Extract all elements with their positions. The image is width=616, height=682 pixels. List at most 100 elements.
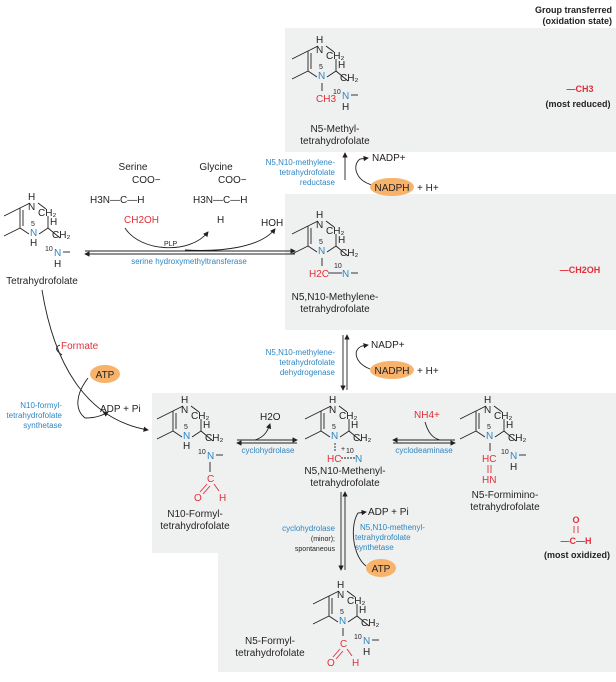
svg-text:HC: HC xyxy=(482,454,496,465)
svg-text:H: H xyxy=(363,647,370,658)
svg-text:H: H xyxy=(203,420,210,431)
enzyme-cyclohydrolase: cyclohydrolase xyxy=(242,446,295,455)
n10-formyl-name2: tetrahydrofolate xyxy=(160,521,230,532)
svg-text:N: N xyxy=(30,228,37,239)
methylene-thf-name1: N5,N10-Methylene- xyxy=(292,292,379,303)
panel-methylene xyxy=(285,194,616,330)
enzyme-cyclohydrolase-minor-3: spontaneous xyxy=(295,546,336,553)
svg-text:N: N xyxy=(342,269,349,280)
h-plus-dehydrogenase: + H+ xyxy=(417,366,439,377)
svg-text:H: H xyxy=(338,60,345,71)
svg-text:H: H xyxy=(316,35,323,46)
svg-text:H: H xyxy=(352,658,359,669)
svg-text:N: N xyxy=(207,451,214,462)
formyl-synthetase-arrow xyxy=(41,289,149,432)
methyl-thf-name2: tetrahydrofolate xyxy=(300,136,370,147)
group-ch3: —CH3 xyxy=(566,84,593,94)
svg-text:H: H xyxy=(484,395,491,406)
nadph-pill-dehydrogenase xyxy=(370,361,414,379)
svg-text:N: N xyxy=(181,405,188,416)
glycine-amine: H3N—C—H xyxy=(193,195,247,206)
atp-pill-formyl xyxy=(90,365,120,383)
methenyl-name2: tetrahydrofolate xyxy=(310,478,380,489)
enzyme-formyl-synthetase-2: tetrahydrofolate xyxy=(6,411,62,420)
svg-text:H: H xyxy=(359,605,366,616)
group-ch2oh: —CH2OH xyxy=(560,265,601,275)
svg-text:+: + xyxy=(341,446,345,453)
svg-text:CH₂: CH₂ xyxy=(326,226,344,237)
svg-text:H: H xyxy=(337,580,344,591)
svg-text:N: N xyxy=(355,454,362,465)
formate-label: Formate xyxy=(61,341,99,352)
panel-methyl xyxy=(285,28,616,152)
svg-text:CH₂: CH₂ xyxy=(508,433,526,444)
svg-text:5: 5 xyxy=(487,424,491,431)
svg-text:CH₂: CH₂ xyxy=(191,411,209,422)
svg-text:H: H xyxy=(316,210,323,221)
svg-text:H: H xyxy=(54,259,61,270)
svg-text:H: H xyxy=(342,102,349,113)
svg-text:H: H xyxy=(30,238,37,249)
svg-text:5: 5 xyxy=(319,64,323,71)
svg-text:H: H xyxy=(50,217,57,228)
enzyme-formyl-synthetase-1: N10-formyl- xyxy=(20,401,62,410)
svg-text:N: N xyxy=(337,590,344,601)
glycine-label: Glycine xyxy=(199,162,233,173)
group-ch3-state: (most reduced) xyxy=(545,99,610,109)
plp-label: PLP xyxy=(164,241,178,248)
enzyme-cyclodeaminase: cyclodeaminase xyxy=(395,446,453,455)
nadp-dehydrogenase: NADP+ xyxy=(371,340,405,351)
svg-text:C: C xyxy=(340,639,347,650)
serine-coo: COO− xyxy=(132,175,161,186)
svg-text:O: O xyxy=(194,493,202,504)
svg-text:N: N xyxy=(316,45,323,56)
thf-name: Tetrahydrofolate xyxy=(6,276,78,287)
svg-text:CH₂: CH₂ xyxy=(494,411,512,422)
svg-text:10: 10 xyxy=(346,448,354,455)
enzyme-formyl-synthetase-3: synthetase xyxy=(23,421,62,430)
svg-text:N: N xyxy=(363,636,370,647)
svg-text:5: 5 xyxy=(319,239,323,246)
svg-text:N: N xyxy=(54,248,61,259)
svg-text:H: H xyxy=(28,192,35,203)
svg-text:C: C xyxy=(207,474,214,485)
svg-text:10: 10 xyxy=(45,246,53,253)
enzyme-dehydrogenase-2: tetrahydrofolate xyxy=(279,358,335,367)
svg-text:N: N xyxy=(339,616,346,627)
svg-text:CH₂: CH₂ xyxy=(347,596,365,607)
atp-methenyl: ATP xyxy=(372,564,391,575)
svg-text:CH₂: CH₂ xyxy=(52,230,70,241)
svg-text:10: 10 xyxy=(198,449,206,456)
methyl-thf-name1: N5-Methyl- xyxy=(311,124,360,135)
svg-text:10: 10 xyxy=(354,634,362,641)
n5-formyl-name2: tetrahydrofolate xyxy=(235,648,305,659)
svg-text:O: O xyxy=(327,658,335,669)
svg-text:N: N xyxy=(316,220,323,231)
enzyme-shmt: serine hydroxymethyltransferase xyxy=(131,257,247,266)
nadph-reductase: NADPH xyxy=(374,183,409,194)
svg-text:CH₂: CH₂ xyxy=(353,433,371,444)
svg-text:N: N xyxy=(28,202,35,213)
header-line1: Group transferred xyxy=(535,5,612,15)
enzyme-reductase-1: N5,N10-methylene- xyxy=(266,158,336,167)
group-cho: —C—H xyxy=(561,536,592,546)
svg-text:N: N xyxy=(342,91,349,102)
svg-text:H: H xyxy=(351,420,358,431)
svg-text:5: 5 xyxy=(31,221,35,228)
glycine-coo: COO− xyxy=(218,175,247,186)
atp-pill-methenyl xyxy=(366,559,396,577)
formimino-name2: tetrahydrofolate xyxy=(470,502,540,513)
svg-text:5: 5 xyxy=(340,609,344,616)
nh4-label: NH4+ xyxy=(414,410,440,421)
header-line2: (oxidation state) xyxy=(542,16,612,26)
h2o-label: H2O xyxy=(260,412,281,423)
svg-text:CH₂: CH₂ xyxy=(326,51,344,62)
svg-text:N: N xyxy=(329,405,336,416)
svg-text:CH₂: CH₂ xyxy=(340,73,358,84)
svg-text:H: H xyxy=(506,420,513,431)
enzyme-cyclohydrolase-minor-2: (minor); xyxy=(311,536,335,543)
